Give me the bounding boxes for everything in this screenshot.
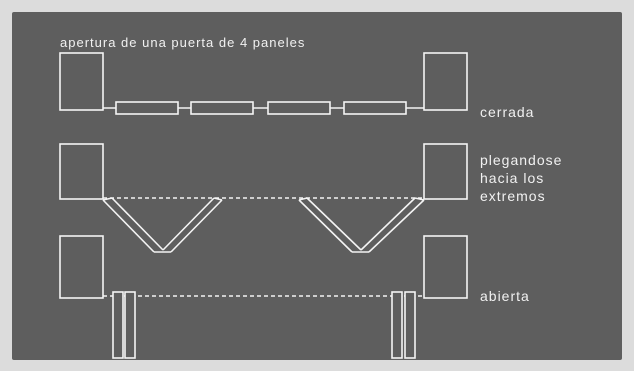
stacked-panels-right bbox=[391, 291, 416, 359]
state-label-open: abierta bbox=[480, 288, 530, 304]
closed-panel-4 bbox=[343, 101, 407, 115]
state-label-folding-3: extremos bbox=[480, 188, 546, 204]
closed-panel-2 bbox=[190, 101, 254, 115]
state-label-folding-1: plegandose bbox=[480, 152, 563, 168]
left-post-open bbox=[59, 235, 104, 299]
right-post-folding bbox=[423, 143, 468, 200]
folding-panel-pair-left bbox=[102, 197, 223, 253]
folding-panel-pair-right bbox=[298, 197, 425, 253]
diagram-title: apertura de una puerta de 4 paneles bbox=[60, 35, 306, 50]
state-label-closed: cerrada bbox=[480, 104, 535, 120]
right-post-open bbox=[423, 235, 468, 299]
closed-panel-1 bbox=[115, 101, 179, 115]
state-label-folding-2: hacia los bbox=[480, 170, 545, 186]
left-post-folding bbox=[59, 143, 104, 200]
closed-panel-3 bbox=[267, 101, 331, 115]
right-post-closed bbox=[423, 52, 468, 111]
stacked-panels-left bbox=[112, 291, 136, 359]
left-post-closed bbox=[59, 52, 104, 111]
